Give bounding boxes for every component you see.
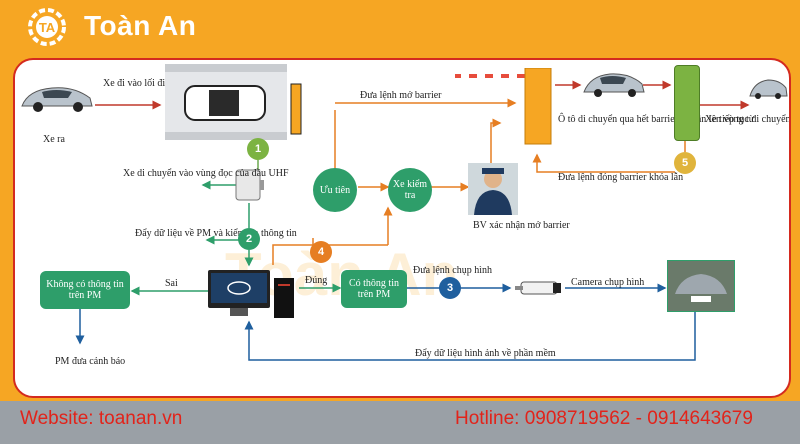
svg-text:TA: TA bbox=[39, 20, 56, 35]
car-pass-label: Ô tô di chuyển qua hết barrier và cần lê… bbox=[558, 114, 755, 125]
computer-icon bbox=[208, 270, 294, 318]
header: TA Toàn An bbox=[0, 0, 800, 56]
car-out-icon bbox=[21, 87, 93, 112]
priority-node: Ưu tiên bbox=[313, 168, 357, 212]
check-node: Xe kiểm tra bbox=[388, 168, 432, 212]
not-in-pm-box: Không có thông tin trên PM bbox=[40, 271, 130, 309]
pm-warn-label: PM đưa cảnh báo bbox=[55, 356, 126, 367]
passing-car-icon bbox=[583, 73, 645, 97]
flow-connectors bbox=[75, 73, 750, 361]
camera-icon bbox=[515, 281, 561, 295]
in-pm-box: Có thông tin trên PM bbox=[341, 270, 407, 308]
flow-diagram-panel: Toàn An bbox=[13, 58, 791, 398]
barrier-gate-icon bbox=[455, 68, 552, 145]
guard-confirm-label: BV xác nhận mở barrier bbox=[473, 220, 570, 231]
entry-label: Xe đi vào lối đi ô tô bbox=[103, 78, 183, 89]
push-image-label: Đẩy dữ liệu hình ảnh về phần mềm bbox=[415, 348, 556, 359]
parking-lane-image bbox=[165, 64, 302, 140]
uhf-reader-icon bbox=[235, 169, 264, 201]
step-3-badge: 3 bbox=[439, 277, 461, 299]
website-link[interactable]: Website: toanan.vn bbox=[20, 408, 183, 429]
exit-car-icon bbox=[749, 79, 788, 99]
capture-cmd-label: Đưa lệnh chụp hình bbox=[413, 265, 493, 276]
uhf-label: Xe di chuyển vào vùng đọc của đầu UHF bbox=[123, 168, 289, 179]
step-4-badge: 4 bbox=[310, 241, 332, 263]
correct-label: Đúng bbox=[305, 275, 328, 286]
step-1-badge: 1 bbox=[247, 138, 269, 160]
step-2-badge: 2 bbox=[238, 228, 260, 250]
footer: Website: toanan.vn Hotline: 0908719562 -… bbox=[0, 401, 800, 444]
open-barrier-label: Đưa lệnh mở barrier bbox=[360, 90, 442, 101]
car-out-label: Xe ra bbox=[43, 134, 65, 145]
captured-car-image bbox=[667, 260, 735, 312]
wrong-label: Sai bbox=[165, 278, 178, 289]
close-barrier-label: Đưa lệnh đóng barrier khóa lẫn bbox=[558, 172, 684, 183]
hotline-text: Hotline: 0908719562 - 0914643679 bbox=[455, 408, 753, 429]
security-guard-image bbox=[468, 163, 518, 215]
brand-name: Toàn An bbox=[84, 10, 197, 41]
toan-an-logo-icon: TA bbox=[28, 8, 66, 46]
camera-label: Camera chụp hình bbox=[571, 277, 645, 288]
push-data-label: Đẩy dữ liệu về PM và kiểm tra thông tin bbox=[135, 228, 297, 239]
step-5-badge: 5 bbox=[674, 152, 696, 174]
loop-detector bbox=[674, 65, 700, 141]
car-exit-label: Xe tiếp tục di chuyển ra khỏi công ty bbox=[705, 114, 791, 125]
